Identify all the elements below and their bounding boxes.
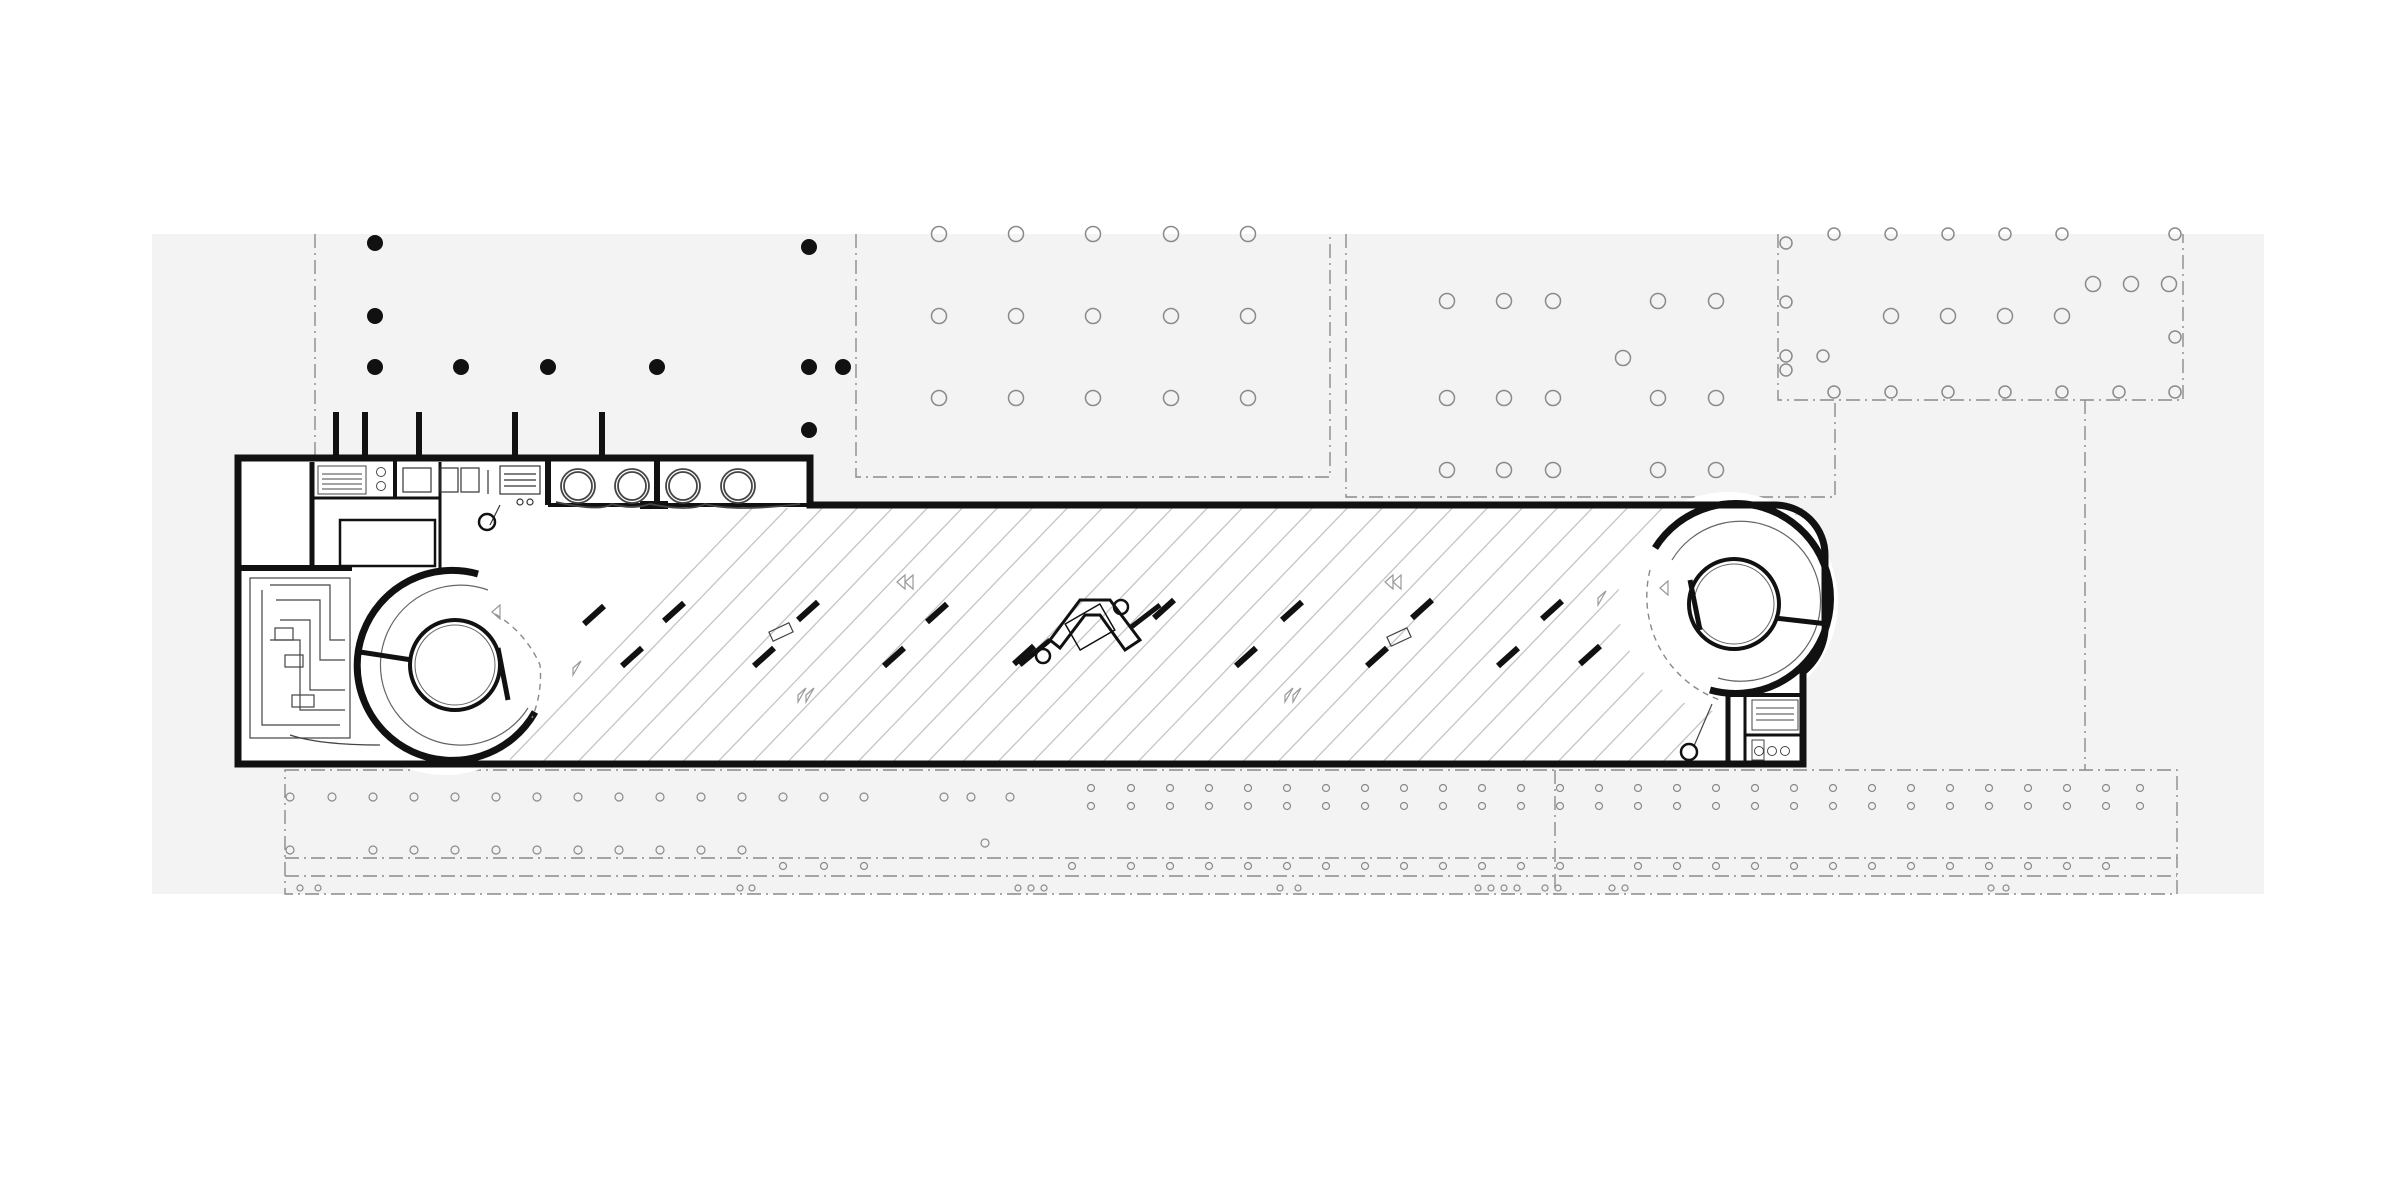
building-interior (238, 458, 1826, 764)
elevator-icon (402, 465, 541, 532)
left-ramp-backdrop (335, 555, 555, 775)
column-grid-filled (333, 235, 851, 458)
service-core-right (1679, 693, 1803, 764)
ramp-arrow-icon (491, 573, 1669, 705)
building-outlines (284, 234, 2184, 895)
exterior-wall (234, 454, 1829, 768)
column-grid-small (285, 783, 2145, 892)
right-ramp-backdrop (1618, 492, 1838, 712)
stair-icon (317, 465, 386, 495)
tank-icon (555, 468, 801, 509)
central-island (1018, 598, 1162, 667)
column-grid-outlined (930, 225, 2182, 479)
stair-icon (1751, 699, 1799, 761)
left-helical-ramp (353, 566, 542, 764)
vehicle-glyphs (768, 622, 1412, 647)
parking-stall-markers (581, 597, 1603, 669)
mechanical-room-icon (249, 577, 381, 746)
right-helical-ramp (1646, 499, 1834, 701)
parking-hatch (510, 508, 1810, 761)
